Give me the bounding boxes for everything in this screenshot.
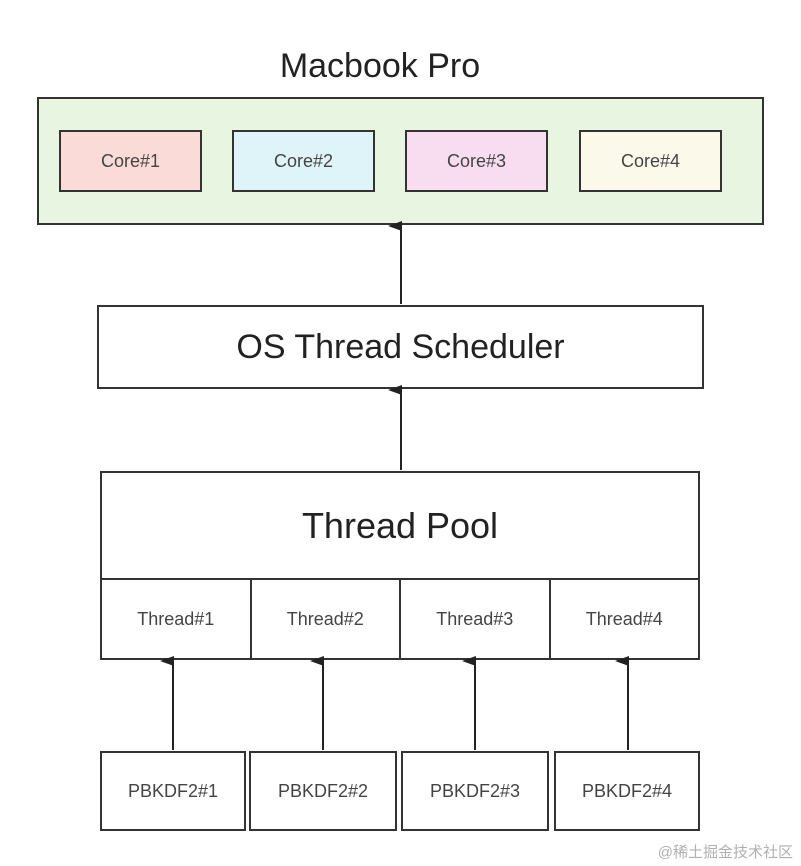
core-2: Core#2 — [232, 130, 375, 192]
core-3: Core#3 — [405, 130, 548, 192]
thread-row: Thread#1 Thread#2 Thread#3 Thread#4 — [100, 580, 700, 660]
task-pbkdf2-1: PBKDF2#1 — [100, 751, 246, 831]
thread-1: Thread#1 — [102, 580, 252, 658]
task-pbkdf2-3: PBKDF2#3 — [401, 751, 549, 831]
task-pbkdf2-2: PBKDF2#2 — [249, 751, 397, 831]
thread-4: Thread#4 — [585, 608, 663, 629]
macbook-title: Macbook Pro — [279, 47, 481, 85]
thread-2: Thread#2 — [252, 580, 401, 658]
thread-3: Thread#3 — [401, 580, 551, 658]
watermark: @稀土掘金技术社区 — [657, 844, 793, 861]
thread-pool: Thread Pool — [100, 471, 700, 580]
core-4: Core#4 — [579, 130, 722, 192]
task-pbkdf2-4: PBKDF2#4 — [554, 751, 700, 831]
os-thread-scheduler: OS Thread Scheduler — [97, 305, 704, 389]
core-1: Core#1 — [59, 130, 202, 192]
